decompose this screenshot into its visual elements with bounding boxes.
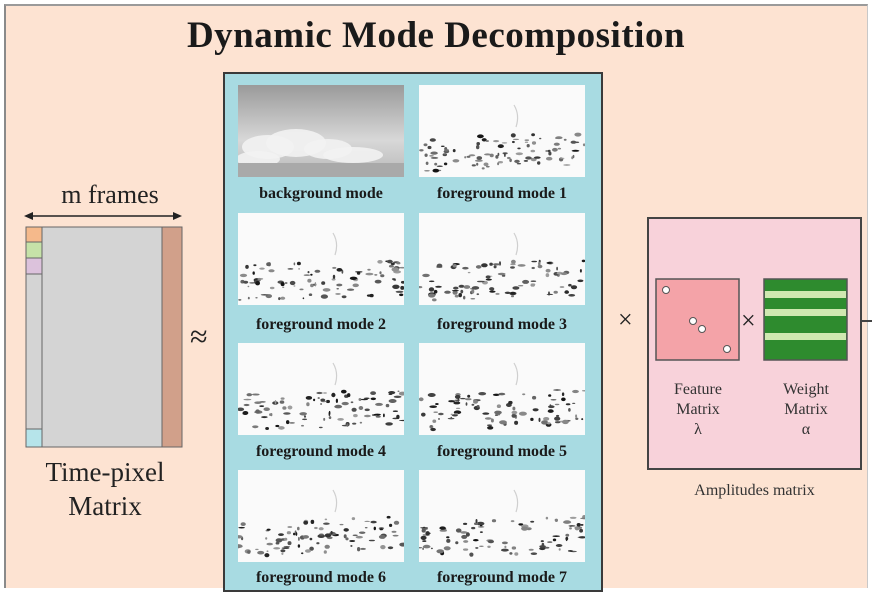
mode-label: background mode bbox=[233, 185, 409, 203]
feature-label-symbol: λ bbox=[655, 420, 741, 440]
feature-matrix-label: Feature Matrix λ bbox=[655, 380, 741, 440]
mode-label: foreground mode 1 bbox=[414, 185, 590, 203]
foreground-mode-image bbox=[238, 213, 404, 305]
pixel-row-green bbox=[26, 242, 42, 258]
mode-label: foreground mode 7 bbox=[414, 569, 590, 587]
diagram-title: Dynamic Mode Decomposition bbox=[0, 14, 872, 57]
weight-stripe bbox=[765, 309, 846, 316]
times-symbol-1: × bbox=[618, 305, 633, 335]
amplitudes-caption: Amplitudes matrix bbox=[647, 482, 862, 500]
weight-stripe bbox=[765, 333, 846, 340]
foreground-mode-image bbox=[419, 470, 585, 562]
feature-dot bbox=[690, 318, 697, 325]
weight-stripe bbox=[765, 291, 846, 298]
background-mode-image bbox=[238, 85, 404, 177]
time-pixel-caption-line1: Time-pixel bbox=[15, 455, 195, 489]
mode-label: foreground mode 2 bbox=[233, 316, 409, 334]
time-pixel-caption: Time-pixel Matrix bbox=[15, 455, 195, 523]
foreground-mode-image bbox=[419, 343, 585, 435]
feature-label-line2: Matrix bbox=[655, 400, 741, 420]
pixel-row-orange bbox=[26, 227, 42, 242]
pixel-row-purple bbox=[26, 258, 42, 274]
time-pixel-caption-line2: Matrix bbox=[15, 489, 195, 523]
weight-matrix bbox=[763, 278, 849, 362]
mode-label: foreground mode 5 bbox=[414, 443, 590, 461]
m-frames-arrow bbox=[24, 212, 182, 220]
weight-matrix-label: Weight Matrix α bbox=[763, 380, 849, 440]
approx-symbol: ≈ bbox=[190, 318, 208, 355]
feature-matrix bbox=[655, 278, 741, 362]
foreground-mode-image bbox=[419, 213, 585, 305]
feature-label-line1: Feature bbox=[655, 380, 741, 400]
mode-label: foreground mode 6 bbox=[233, 569, 409, 587]
last-frame-column bbox=[162, 227, 182, 447]
feature-dot bbox=[663, 287, 670, 294]
continuation-line bbox=[862, 320, 872, 322]
weight-label-line1: Weight bbox=[763, 380, 849, 400]
foreground-mode-image bbox=[238, 470, 404, 562]
foreground-mode-image bbox=[419, 85, 585, 177]
feature-dot bbox=[699, 326, 706, 333]
foreground-mode-image bbox=[238, 343, 404, 435]
feature-dot bbox=[724, 346, 731, 353]
times-symbol-2: × bbox=[741, 306, 756, 336]
weight-label-line2: Matrix bbox=[763, 400, 849, 420]
time-pixel-matrix bbox=[20, 205, 186, 450]
mode-label: foreground mode 4 bbox=[233, 443, 409, 461]
weight-label-symbol: α bbox=[763, 420, 849, 440]
pixel-row-cyan bbox=[26, 429, 42, 447]
mode-label: foreground mode 3 bbox=[414, 316, 590, 334]
